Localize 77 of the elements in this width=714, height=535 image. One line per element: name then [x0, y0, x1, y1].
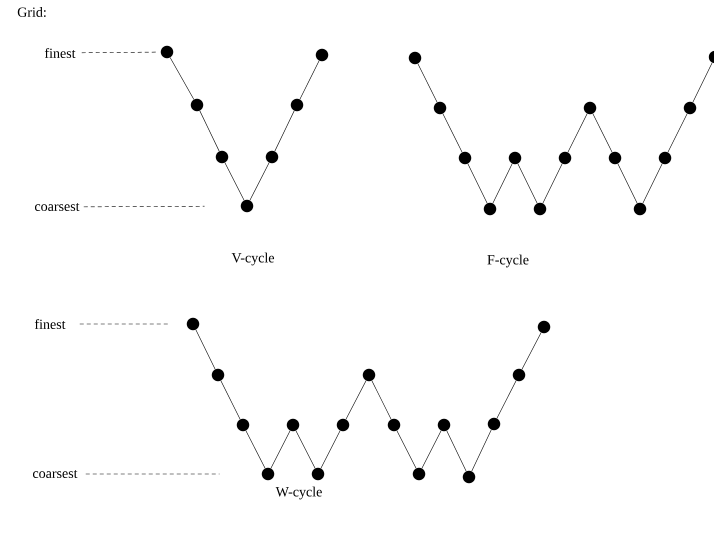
grid-point [434, 102, 446, 114]
grid-point [438, 418, 450, 432]
cycle-line [468, 163, 488, 204]
cycle-line [246, 430, 266, 469]
grid-point [312, 468, 324, 480]
cycle-line [250, 162, 270, 201]
cycle-line [492, 163, 512, 204]
grid-point [290, 98, 304, 112]
guide-line [81, 52, 158, 54]
cycle-line [422, 430, 442, 469]
grid-point [508, 152, 522, 164]
grid-point [634, 202, 646, 216]
cycle-line [396, 430, 416, 469]
grid-point [362, 368, 376, 382]
grid-point [708, 50, 714, 64]
cycle-line [642, 163, 662, 204]
grid-point [512, 368, 526, 382]
cycle-line [568, 113, 588, 153]
grid-point [534, 202, 546, 216]
cycle-line [471, 430, 492, 472]
cycle-caption: W-cycle [276, 486, 322, 500]
cycle-line [196, 330, 216, 370]
cycle-line [522, 332, 542, 370]
grid-point [388, 418, 400, 432]
level-label: coarsest [33, 470, 78, 478]
cycle-line [372, 380, 392, 420]
cycle-line [220, 380, 240, 420]
grid-point [488, 418, 500, 430]
grid-point [458, 152, 472, 164]
grid-point [336, 418, 350, 432]
grid-point [286, 418, 300, 432]
cycle-line [442, 113, 462, 153]
cycle-line [542, 163, 562, 204]
grid-point [240, 200, 254, 212]
cycle-line [692, 62, 712, 102]
grid-point [216, 150, 228, 164]
cycle-caption: F-cycle [487, 254, 529, 268]
cycle-line [418, 63, 438, 103]
grid-point [558, 152, 572, 164]
level-label: finest [44, 48, 76, 58]
grid-point [212, 368, 224, 382]
cycle-line [496, 380, 516, 419]
guide-line [83, 206, 205, 208]
cycle-caption: V-cycle [232, 252, 274, 266]
grid-point [236, 418, 250, 432]
cycle-line [668, 113, 688, 153]
grid-point [462, 470, 476, 484]
cycle-line [300, 60, 320, 100]
grid-point [266, 150, 278, 164]
cycle-line [592, 113, 612, 153]
grid-point [186, 318, 200, 330]
cycle-line [170, 57, 194, 100]
cycle-line [618, 163, 638, 204]
grid-point [412, 468, 426, 480]
grid-point [658, 152, 672, 164]
grid-point [190, 98, 204, 112]
grid-point [484, 202, 496, 216]
cycle-line [274, 110, 294, 152]
cycle-line [446, 430, 466, 472]
grid-point [684, 102, 696, 114]
cycle-line [200, 110, 220, 152]
level-label: finest [34, 319, 66, 329]
grid-point [408, 52, 422, 64]
grid-point [160, 46, 174, 58]
grid-point [316, 48, 328, 62]
grid-point [608, 152, 622, 164]
cycle-line [518, 163, 538, 204]
grid-point [584, 102, 596, 114]
cycle-line [270, 430, 290, 469]
grid-point [262, 468, 274, 480]
cycle-line [224, 162, 244, 201]
grid-heading: Grid: [18, 7, 46, 17]
cycle-line [346, 380, 366, 420]
grid-point [538, 320, 550, 334]
cycle-line [320, 430, 340, 469]
level-label: coarsest [35, 202, 80, 212]
cycle-line [296, 430, 316, 469]
